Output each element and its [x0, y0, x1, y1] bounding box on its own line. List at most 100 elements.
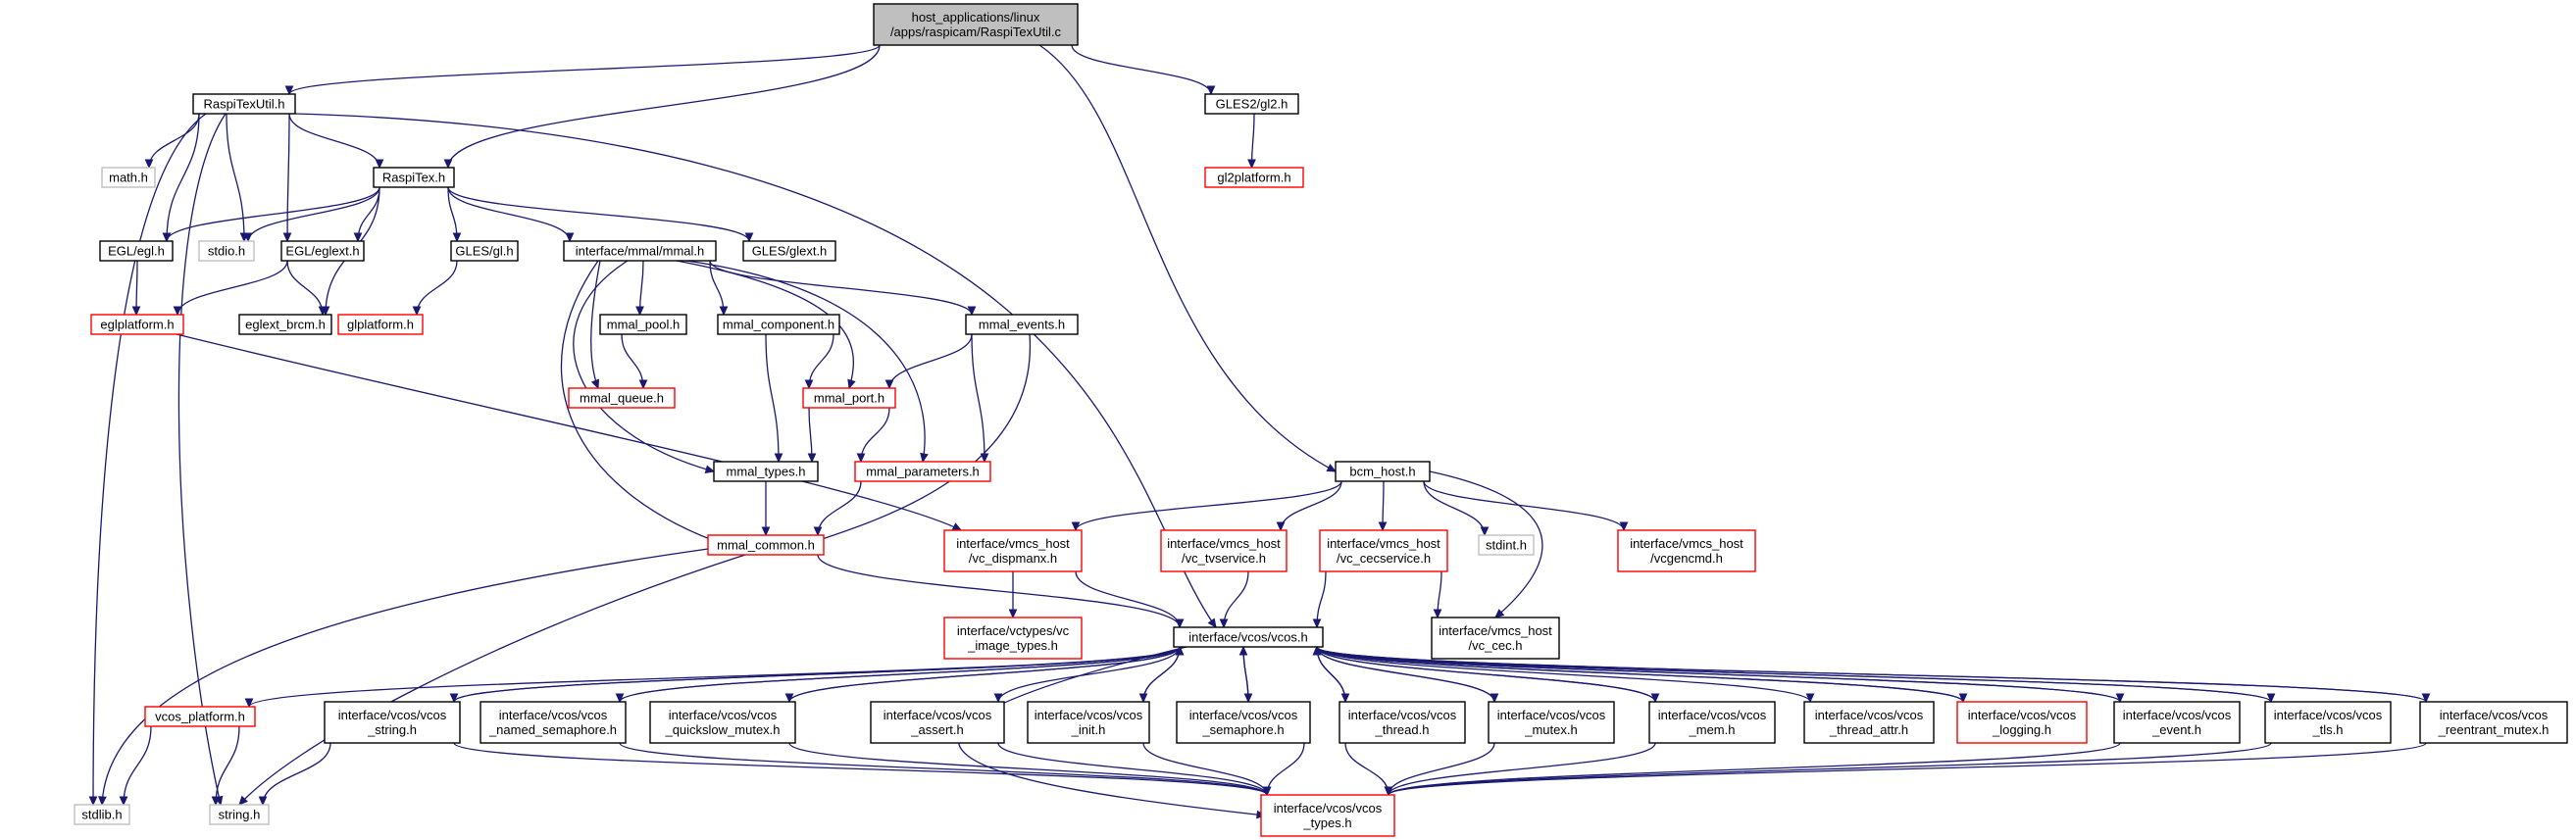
node-box: [1803, 701, 1935, 744]
node-mmalqueue[interactable]: mmal_queue.h: [568, 387, 676, 409]
edge-bcmhost-to-vccecservice: [1378, 480, 1388, 532]
edge-mmalevents-to-mmalparams: [971, 333, 989, 464]
node-box: [74, 804, 130, 825]
edge-raspitex-to-glesgl: [447, 186, 462, 243]
node-vcostypes[interactable]: interface/vcos/vcos_types.h: [1260, 794, 1395, 837]
node-vcosmem[interactable]: interface/vcos/vcos_mem.h: [1648, 701, 1776, 744]
node-eglextbrcm[interactable]: eglext_brcm.h: [238, 314, 332, 335]
node-vcostls[interactable]: interface/vcos/vcos_tls.h: [2264, 701, 2392, 744]
node-mmalh[interactable]: interface/mmal/mmal.h: [563, 240, 717, 262]
node-mmaltypes[interactable]: mmal_types.h: [713, 461, 819, 482]
node-eglext[interactable]: EGL/eglext.h: [280, 240, 365, 262]
node-label: interface/vctypes/vc: [957, 623, 1070, 638]
node-vcosplatform[interactable]: vcos_platform.h: [144, 706, 256, 727]
node-root[interactable]: host_applications/linux/apps/raspicam/Ra…: [873, 3, 1079, 46]
node-label: _types.h: [1302, 815, 1351, 830]
node-raspitex[interactable]: RaspiTex.h: [373, 167, 455, 188]
node-vcosstring[interactable]: interface/vcos/vcos_string.h: [324, 701, 461, 744]
edge-vcdispmanx-to-vcimagetypes: [1008, 570, 1018, 619]
node-glplatform[interactable]: glplatform.h: [337, 314, 424, 335]
node-label: mmal_types.h: [727, 465, 806, 479]
edge-raspitexutil-to-stringh: [177, 113, 227, 807]
node-vcosevent[interactable]: interface/vcos/vcos_event.h: [2113, 701, 2241, 744]
node-box: [854, 461, 991, 482]
node-label: interface/vcos/vcos: [1497, 708, 1606, 722]
node-vcosthreadattr[interactable]: interface/vcos/vcos_thread_attr.h: [1803, 701, 1935, 744]
edge-raspitexutil-to-eglext: [282, 113, 292, 243]
node-eglplatform[interactable]: eglplatform.h: [90, 314, 184, 335]
node-mmalpool[interactable]: mmal_pool.h: [599, 314, 687, 335]
node-label: string.h: [219, 808, 261, 822]
edge-vcosnamedsem-to-vcostypes: [619, 742, 1272, 797]
node-vcimagetypes[interactable]: interface/vctypes/vc_image_types.h: [943, 617, 1083, 660]
edges-layer: [88, 44, 2431, 819]
node-label: /vc_tvservice.h: [1182, 551, 1266, 566]
node-glesglext[interactable]: GLES/glext.h: [742, 240, 836, 262]
node-label: interface/vcos/vcos: [1968, 708, 2077, 722]
node-box: [1648, 701, 1776, 744]
edge-vcosreentrant-to-vcosh: [1312, 645, 2427, 703]
edge-bcmhost-to-vccec: [1429, 470, 1543, 618]
node-stdlibh[interactable]: stdlib.h: [74, 804, 130, 825]
node-vctvservice[interactable]: interface/vmcs_host/vc_tvservice.h: [1160, 529, 1288, 572]
node-vcoslogging[interactable]: interface/vcos/vcos_logging.h: [1956, 701, 2088, 744]
edge-raspitex-to-eglh: [162, 186, 380, 243]
node-box: [802, 387, 896, 409]
edge-root-to-bcmhost: [1038, 44, 1338, 472]
node-vcosnamedsem[interactable]: interface/vcos/vcos_named_semaphore.h: [480, 701, 627, 744]
node-label: _reentrant_mutex.h: [2438, 722, 2550, 737]
node-stringh[interactable]: string.h: [209, 804, 270, 825]
node-label: eglext_brcm.h: [245, 318, 326, 332]
node-label: math.h: [109, 171, 148, 185]
node-bcmhost[interactable]: bcm_host.h: [1335, 461, 1431, 482]
node-label: mmal_pool.h: [607, 318, 680, 332]
node-stdioh[interactable]: stdio.h: [198, 240, 255, 262]
node-box: [2419, 701, 2568, 744]
node-label: interface/vcos/vcos: [1189, 708, 1298, 722]
edge-bcmhost-to-vcgencmd: [1423, 480, 1629, 532]
node-label: interface/vmcs_host: [1439, 623, 1552, 638]
node-label: RaspiTexUtil.h: [203, 97, 284, 112]
node-mmalcommon[interactable]: mmal_common.h: [707, 534, 825, 556]
node-box: [713, 461, 819, 482]
node-label: interface/vmcs_host: [1167, 536, 1281, 551]
node-vcossemaphore[interactable]: interface/vcos/vcos_semaphore.h: [1176, 701, 1311, 744]
node-eglh[interactable]: EGL/egl.h: [99, 240, 174, 262]
node-gl2platform[interactable]: gl2platform.h: [1204, 167, 1304, 188]
node-label: interface/vcos/vcos: [2274, 708, 2383, 722]
node-vcosh[interactable]: interface/vcos/vcos.h: [1173, 626, 1324, 648]
node-vcgencmd[interactable]: interface/vmcs_host/vcgencmd.h: [1617, 529, 1756, 572]
node-vcosassert[interactable]: interface/vcos/vcos_assert.h: [870, 701, 1005, 744]
node-gles2gl2[interactable]: GLES2/gl2.h: [1204, 93, 1299, 115]
node-label: host_applications/linux: [912, 10, 1040, 25]
node-label: gl2platform.h: [1217, 171, 1290, 185]
node-label: _logging.h: [1992, 722, 2051, 737]
node-label: interface/vcos/vcos: [1274, 801, 1383, 815]
node-vcosthread[interactable]: interface/vcos/vcos_thread.h: [1339, 701, 1466, 744]
node-vcosreentrant[interactable]: interface/vcos/vcos_reentrant_mutex.h: [2419, 701, 2568, 744]
node-label: _image_types.h: [967, 638, 1058, 653]
node-mmalport[interactable]: mmal_port.h: [802, 387, 896, 409]
node-label: interface/vcos/vcos: [1348, 708, 1457, 722]
node-vcosinit[interactable]: interface/vcos/vcos_init.h: [1027, 701, 1150, 744]
node-label: mmal_common.h: [717, 538, 815, 553]
node-label: _event.h: [2151, 722, 2201, 737]
node-box: [1478, 534, 1535, 556]
node-vccec[interactable]: interface/vmcs_host/vc_cec.h: [1431, 617, 1560, 660]
edge-mmalh-to-mmalqueue: [590, 260, 601, 390]
node-mathh[interactable]: math.h: [101, 167, 156, 188]
edge-raspitex-to-glesglext: [447, 186, 754, 243]
node-vcosmutex[interactable]: interface/vcos/vcos_mutex.h: [1488, 701, 1615, 744]
node-vcdispmanx[interactable]: interface/vmcs_host/vc_dispmanx.h: [943, 529, 1083, 572]
node-mmalparams[interactable]: mmal_parameters.h: [854, 461, 991, 482]
node-mmalevents[interactable]: mmal_events.h: [965, 314, 1079, 335]
node-raspitexutil[interactable]: RaspiTexUtil.h: [192, 93, 296, 115]
node-mmalcomponent[interactable]: mmal_component.h: [717, 314, 840, 335]
node-label: interface/vcos/vcos: [499, 708, 608, 722]
node-box: [101, 167, 156, 188]
node-stdinth[interactable]: stdint.h: [1478, 534, 1535, 556]
node-vccecservice[interactable]: interface/vmcs_host/vc_cecservice.h: [1319, 529, 1448, 572]
node-vcosquickslow[interactable]: interface/vcos/vcos_quickslow_mutex.h: [649, 701, 796, 744]
node-box: [742, 240, 836, 262]
node-glesgl[interactable]: GLES/gl.h: [450, 240, 519, 262]
